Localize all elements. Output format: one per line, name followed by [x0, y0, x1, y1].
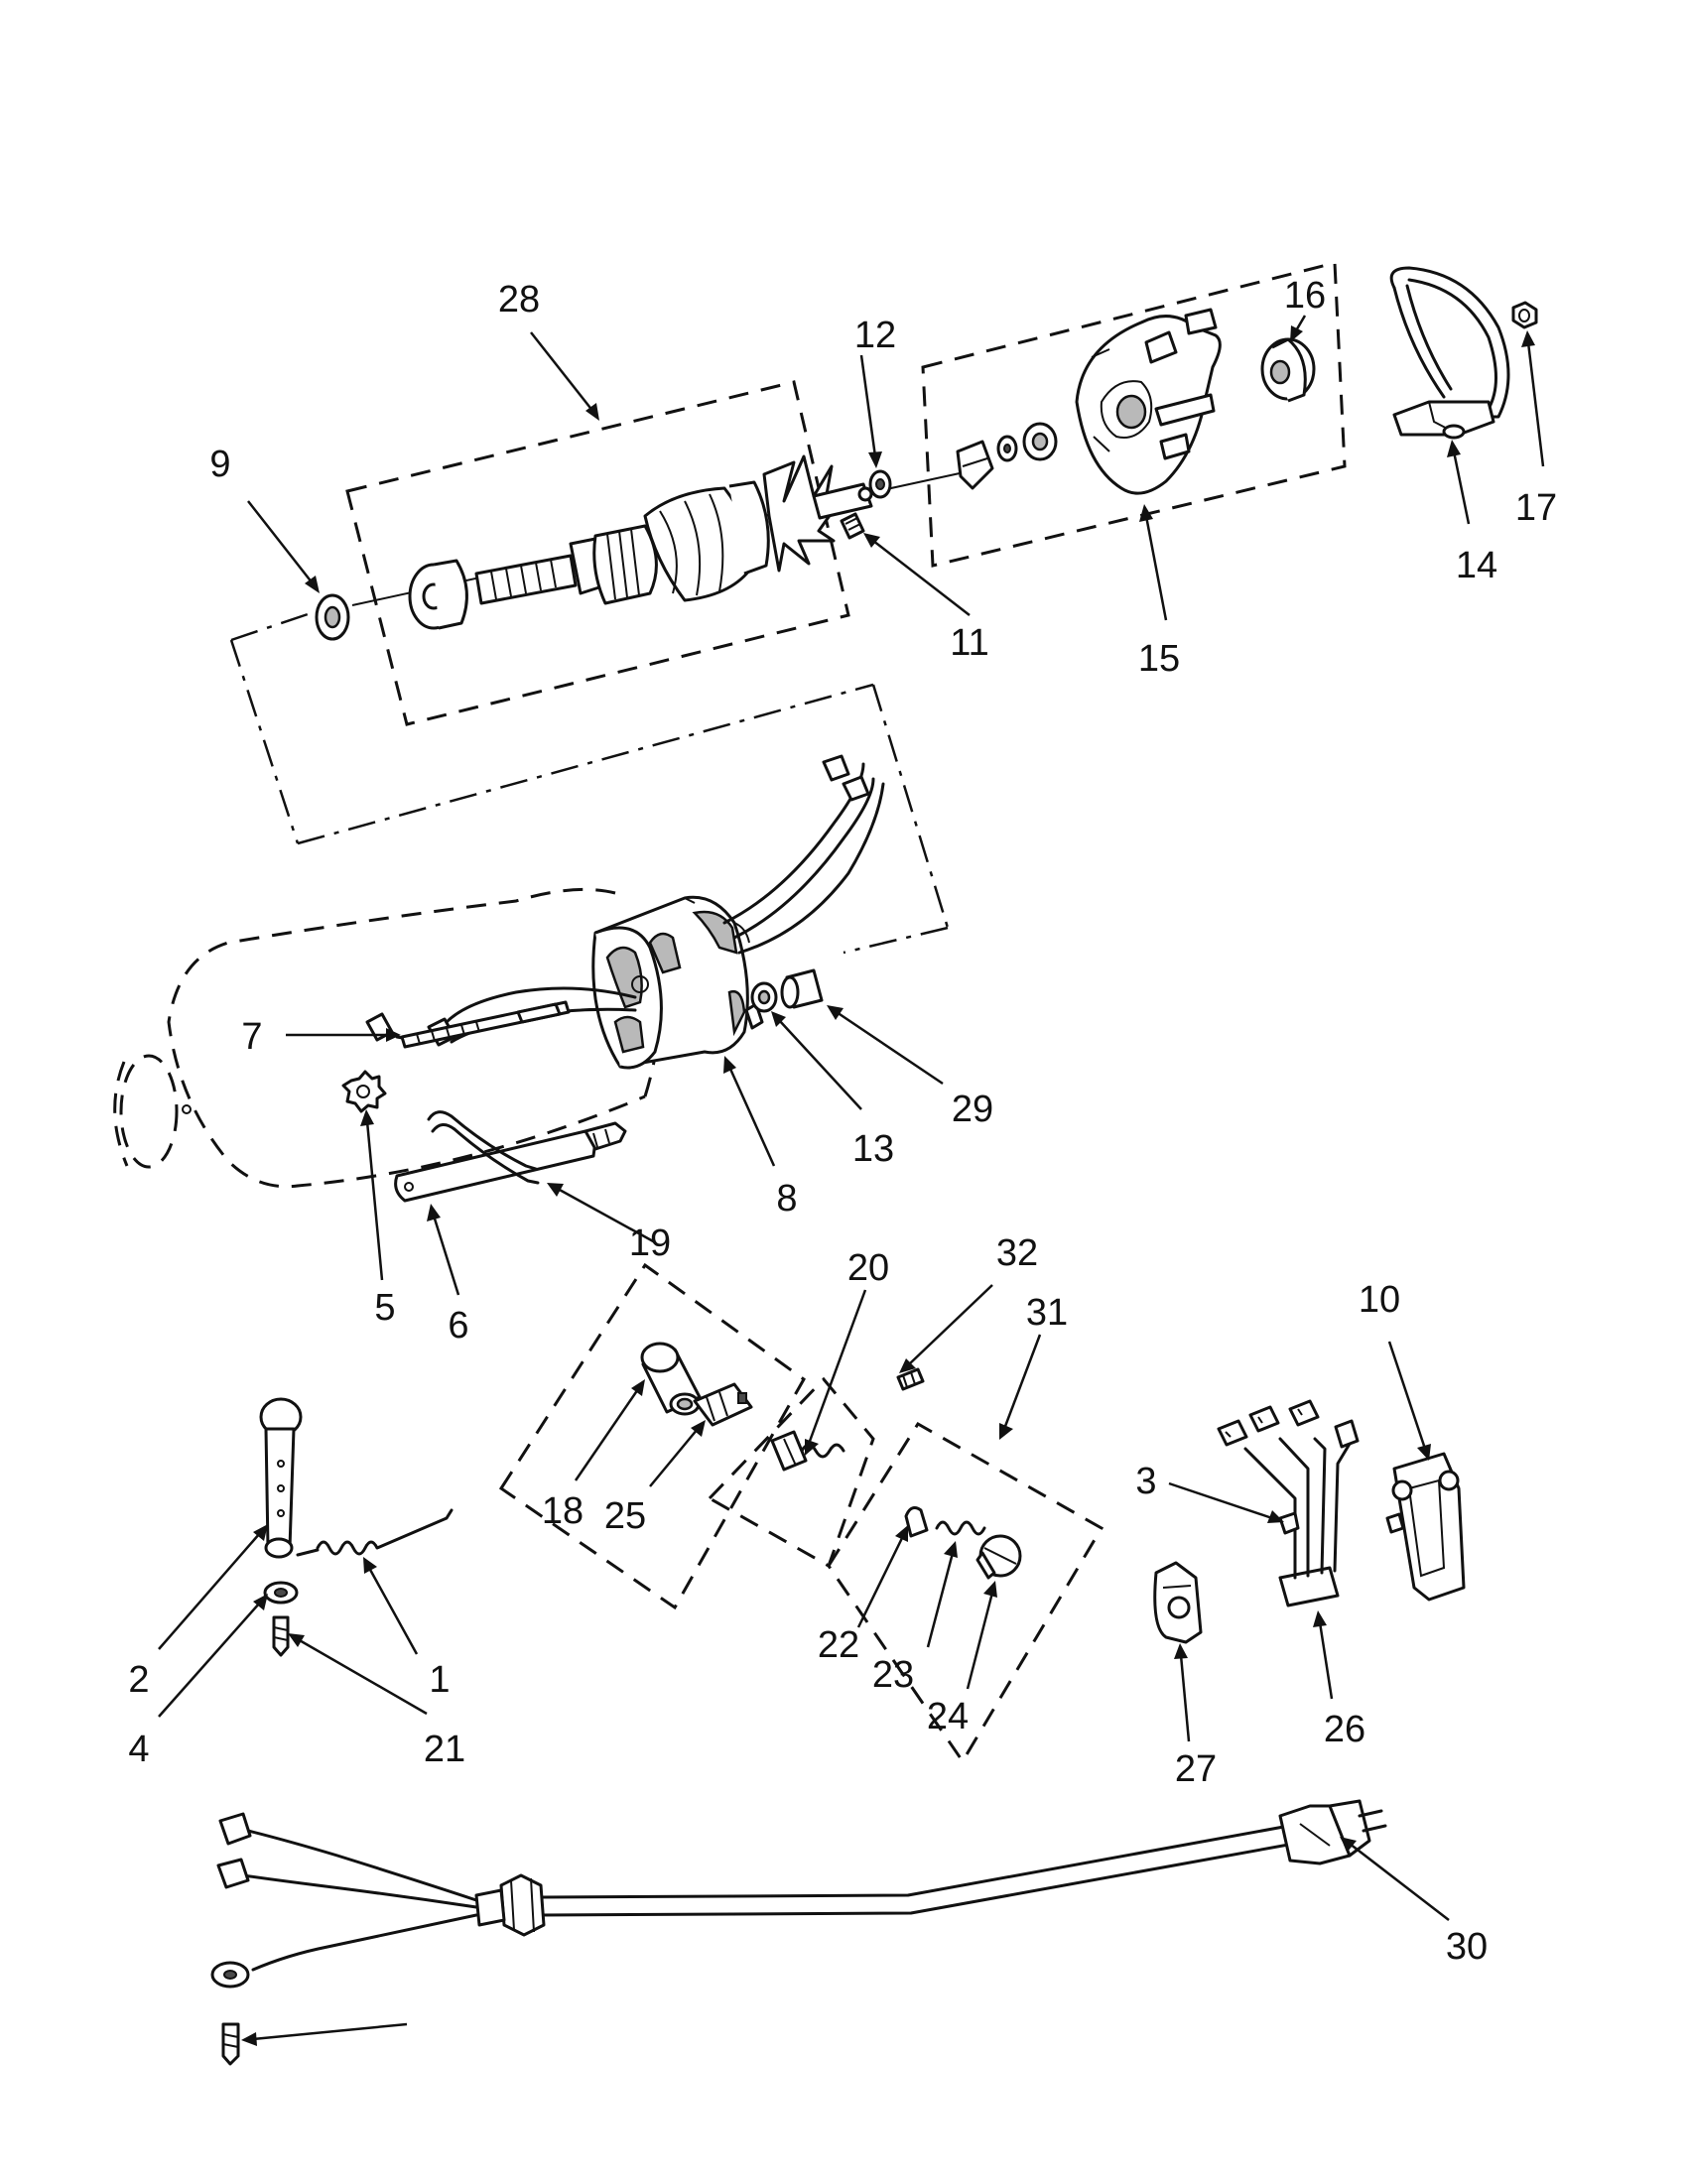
- connector-line: [229, 639, 300, 844]
- callout-label: 24: [927, 1696, 969, 1737]
- callout-label: 2: [128, 1659, 149, 1701]
- set-screw-small: [896, 1367, 925, 1391]
- callout-label: 28: [498, 279, 540, 321]
- terminal-screw: [1278, 1511, 1300, 1535]
- callout-labels: 28 9 12 11 16 15 14 17 7 8 29 13 5 6 19 …: [128, 275, 1557, 1968]
- control-screw: [975, 1534, 1022, 1580]
- carbon-brush: [693, 1382, 753, 1427]
- callout-label: 6: [448, 1305, 468, 1347]
- switch-bracket: [1153, 1561, 1203, 1644]
- speed-control-lever: [259, 1397, 303, 1559]
- bushing: [780, 968, 824, 1009]
- callout-label: 27: [1175, 1748, 1217, 1790]
- callout-label: 12: [854, 315, 896, 356]
- brush: [770, 1430, 808, 1472]
- callout-label: 20: [847, 1247, 889, 1289]
- lever-washer: [263, 1581, 299, 1605]
- callout-label: 10: [1359, 1279, 1400, 1321]
- speed-control-group: [827, 1421, 1104, 1764]
- callout-label: 16: [1284, 275, 1326, 317]
- end-bell-bearing: [1260, 337, 1316, 403]
- connector-line: [871, 684, 950, 929]
- callout-label: 21: [424, 1729, 465, 1770]
- small-washer: [996, 435, 1018, 462]
- callout-label: 9: [209, 444, 230, 485]
- callout-label: 19: [629, 1222, 671, 1264]
- end-bell-assembly-group: [921, 261, 1347, 568]
- terminal-block: [1217, 1399, 1360, 1607]
- bearing: [1022, 422, 1058, 461]
- brush-spring-clip: [427, 1110, 540, 1185]
- spacer: [750, 981, 778, 1013]
- callout-label: 7: [241, 1016, 262, 1058]
- control-plunger: [904, 1506, 929, 1538]
- callout-label: 3: [1135, 1461, 1156, 1502]
- armature: [408, 454, 873, 630]
- connector-line: [230, 608, 321, 642]
- leader-lines: [158, 315, 1545, 2046]
- callout-label: 11: [950, 622, 988, 664]
- lock-washer: [341, 1070, 387, 1113]
- through-bolt: [400, 1000, 571, 1049]
- callout-label: 31: [1026, 1292, 1068, 1334]
- lever-spring: [296, 1508, 454, 1557]
- lever-screw: [272, 1615, 290, 1657]
- ground-strap: [394, 1121, 627, 1203]
- callout-label: 30: [1446, 1926, 1488, 1968]
- thrust-washer: [868, 469, 892, 499]
- spacer-ring: [956, 440, 994, 490]
- control-spring: [935, 1520, 986, 1536]
- armature-assembly-group: [229, 380, 983, 955]
- speed-control-plate: [1385, 1452, 1466, 1602]
- bearing-washer: [315, 593, 350, 641]
- callout-label: 29: [952, 1089, 993, 1130]
- motor-bracket: [1389, 266, 1510, 440]
- set-screw: [840, 512, 865, 540]
- callout-label: 17: [1515, 487, 1557, 529]
- brush-holder-group: [498, 1262, 806, 1610]
- armature-assembly-boundary: [345, 380, 850, 726]
- motor-field: [591, 895, 764, 1070]
- callout-label: 15: [1138, 638, 1180, 680]
- callout-label: 13: [852, 1128, 894, 1170]
- power-cord: [210, 1799, 1387, 1989]
- end-bell: [1075, 308, 1222, 495]
- callout-label: 32: [996, 1232, 1038, 1274]
- callout-label: 26: [1324, 1709, 1365, 1750]
- hex-nut: [1511, 301, 1538, 329]
- brush-spring-boundary: [707, 1376, 875, 1569]
- connector-line: [297, 683, 874, 845]
- ground-screw: [221, 2022, 240, 2066]
- speed-control-boundary: [827, 1421, 1104, 1764]
- callout-label: 23: [872, 1654, 914, 1696]
- callout-label: 25: [604, 1495, 646, 1537]
- callout-label: 8: [776, 1178, 797, 1220]
- connector-line: [843, 926, 949, 955]
- end-bell-assembly-boundary: [921, 261, 1347, 568]
- callout-label: 14: [1456, 545, 1497, 586]
- callout-label: 1: [429, 1659, 450, 1701]
- callout-label: 5: [374, 1287, 395, 1329]
- callout-label: 22: [818, 1624, 859, 1666]
- callout-label: 4: [128, 1729, 149, 1770]
- brush-holder-sleeve: [640, 1342, 702, 1416]
- callout-label: 18: [542, 1490, 584, 1532]
- brush-holder-boundary: [498, 1262, 806, 1610]
